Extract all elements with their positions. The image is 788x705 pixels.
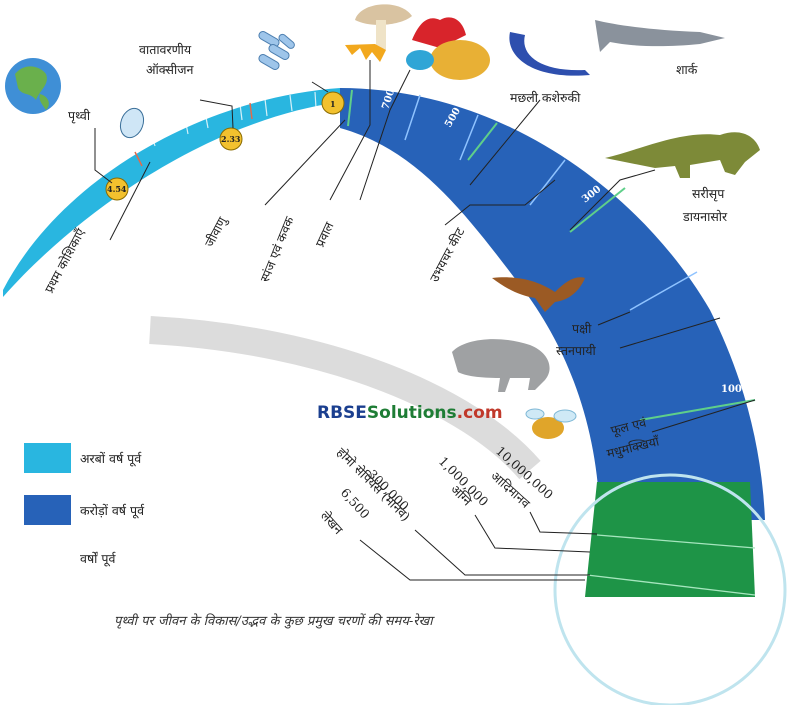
billions-band-ticks <box>119 91 317 161</box>
label-bacteria: जीवाणु <box>201 213 230 249</box>
fish-icon <box>509 32 590 76</box>
scale-100: 100 <box>721 384 742 395</box>
bird-icon <box>492 277 585 312</box>
dinosaur-icon <box>605 132 760 178</box>
label-reptile-1: सरीसृप <box>692 186 725 202</box>
marker-4-54-label: 4.54 <box>107 184 127 194</box>
label-shark: शार्क <box>676 62 698 77</box>
shark-icon <box>595 20 725 52</box>
label-oxygen-2: ऑक्सीजन <box>146 62 194 77</box>
label-bird: पक्षी <box>572 321 592 336</box>
years-band <box>585 482 755 597</box>
millions-band-ticks <box>404 94 698 311</box>
label-coral: प्रवाल <box>312 219 337 249</box>
legend-swatch-millions <box>24 495 71 525</box>
mammal-icon <box>452 339 550 392</box>
label-insects: उभयचर कीट <box>426 225 467 285</box>
label-mammal: स्तनपायी <box>556 343 597 358</box>
bee-icon <box>525 408 577 439</box>
years-arc-background <box>149 316 541 480</box>
cell-icon <box>119 107 145 139</box>
label-oxygen-1: वातावरणीय <box>139 42 192 57</box>
label-sponge: स्पंज एवं कवक <box>257 214 297 284</box>
coral-icon <box>406 17 490 80</box>
label-reptile-2: डायनासोर <box>682 209 728 224</box>
label-writing: लेखन <box>318 508 347 538</box>
marker-1-label: 1 <box>330 99 336 109</box>
mushroom-icon <box>345 4 412 62</box>
label-6500: 6,500 <box>338 485 373 522</box>
earth-icon <box>5 58 61 114</box>
zoom-circle <box>553 473 787 705</box>
bacteria-icon <box>258 31 295 70</box>
marker-4-54 <box>105 177 129 201</box>
legend-label-billions: अरबों वर्ष पूर्व <box>80 451 142 466</box>
label-fish: मछली कशेरुकी <box>510 90 581 105</box>
marker-1 <box>321 91 345 115</box>
marker-2-33-label: 2.33 <box>221 134 241 144</box>
leader-lines <box>94 60 756 581</box>
label-earth: पृथ्वी <box>68 108 91 124</box>
marker-2-33 <box>219 127 243 151</box>
watermark: RBSESolutions.com <box>317 403 503 423</box>
legend-label-millions: करोड़ों वर्ष पूर्व <box>80 503 145 518</box>
legend-swatch-billions <box>24 443 71 473</box>
diagram-caption: पृथ्वी पर जीवन के विकास/उद्भव के कुछ प्र… <box>114 614 433 629</box>
label-homo: होमो सेपियंस (मानव) <box>334 445 413 524</box>
legend-label-years: वर्षों पूर्व <box>80 551 116 566</box>
